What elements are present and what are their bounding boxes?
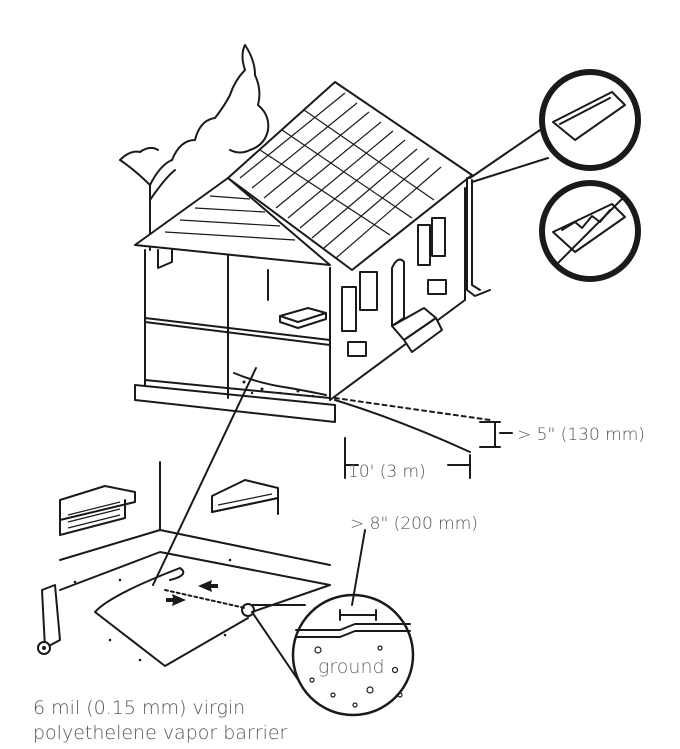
gutter-clean-icon (469, 69, 641, 183)
soil-closeup-icon (241, 529, 415, 717)
clearance-height-label: > 5" (130 mm) (517, 425, 645, 445)
gutter-clogged-prohibited-icon (539, 180, 641, 282)
slope-distance-label: 10' (3 m) (348, 462, 426, 482)
house-icon (134, 81, 491, 453)
foundation-vent-icon (59, 485, 136, 536)
crawlspace-walls (59, 461, 331, 566)
foundation-vent-icon-2 (211, 479, 279, 515)
vapor-barrier-sheet (59, 551, 331, 667)
dimension-lines (344, 421, 513, 479)
plastic-roll-icon (37, 584, 61, 655)
vapor-barrier-caption: 6 mil (0.15 mm) virgin polyethelene vapo… (33, 696, 353, 746)
tree-icon (119, 44, 270, 251)
leader-line (152, 367, 257, 586)
vapor-barrier-caption-line2: polyethelene vapor barrier (33, 722, 288, 744)
ground-label: ground (318, 656, 385, 678)
vapor-barrier-caption-line1: 6 mil (0.15 mm) virgin (33, 697, 246, 719)
overlap-label: > 8" (200 mm) (350, 514, 478, 534)
